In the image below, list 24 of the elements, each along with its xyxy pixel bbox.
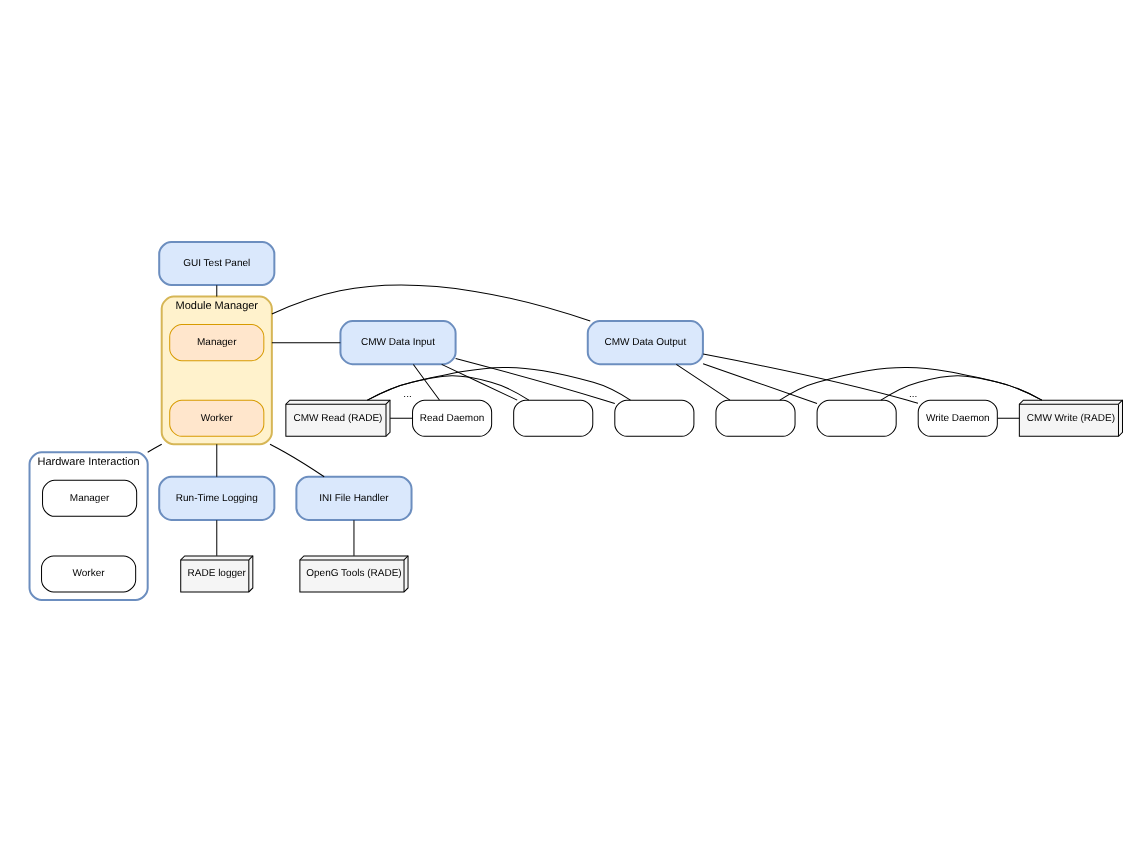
- connector: [271, 283, 591, 321]
- connector: [147, 442, 163, 452]
- node-box: [816, 398, 897, 436]
- connector: [779, 366, 1043, 400]
- connector: [455, 356, 616, 404]
- connector: [412, 363, 440, 400]
- connector: [216, 442, 218, 477]
- connector: [269, 442, 325, 477]
- node-box: [513, 398, 594, 436]
- connector: [216, 518, 218, 556]
- connector: [880, 374, 1043, 400]
- connector: [353, 518, 355, 556]
- connector: [441, 362, 518, 400]
- node-box: [715, 398, 796, 436]
- node-box: [614, 398, 695, 436]
- connector: [271, 341, 341, 343]
- connector: [997, 416, 1020, 418]
- connector: [702, 362, 818, 403]
- connector: [702, 352, 919, 403]
- connector: [389, 416, 413, 418]
- connector: [366, 374, 530, 400]
- connector: [216, 283, 218, 297]
- connector: [675, 362, 731, 400]
- connector: [366, 365, 631, 400]
